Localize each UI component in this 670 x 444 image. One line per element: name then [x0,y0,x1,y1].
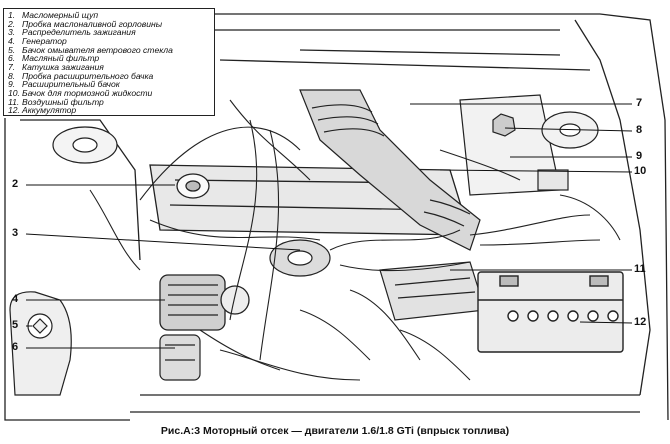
legend-item: 1.Масломерный щуп [8,10,99,20]
callout-3: 3 [12,227,19,239]
washer-reservoir [9,291,72,396]
callout-8: 8 [636,124,643,136]
legend-item: 10.Бачок для тормозной жидкости [8,87,153,98]
legend-item: 2.Пробка маслоналивной горловины [8,18,163,29]
callout-7: 7 [636,97,643,109]
legend-item: 3.Распределитель зажигания [8,27,136,38]
callout-11: 11 [634,263,646,275]
legend-item: 7.Катушка зажигания [8,61,104,72]
battery [477,271,624,353]
callout-6: 6 [12,341,19,353]
legend-item: 9.Расширительный бачок [8,79,120,90]
legend-item: 8.Пробка расширительного бачка [8,70,154,81]
callout-2: 2 [12,178,19,190]
figure-caption: Рис.A:3 Моторный отсек — двигатели 1.6/1… [160,425,510,437]
legend-item: 12.Аккумулятор [8,105,77,116]
callout-5: 5 [12,319,19,331]
air-filter [379,261,486,321]
alternator [159,274,250,331]
oil-filter [159,334,201,381]
legend-item: 5.Бачок омывателя ветрового стекла [8,44,173,55]
left-strut-tower [52,126,118,164]
leader-lines [25,103,633,349]
hoses-and-wiring [89,99,621,381]
legend-item: 6.Масляный фильтр [8,53,100,64]
right-strut-tower [459,94,599,196]
legend-item: 4.Генератор [8,35,67,46]
distributor [269,239,331,277]
callout-9: 9 [636,150,643,162]
callout-4: 4 [12,293,19,305]
legend-item: 11.Воздушный фильтр [8,96,104,107]
legend: 1.Масломерный щуп 2.Пробка маслоналивной… [3,8,215,116]
callout-10: 10 [634,165,647,177]
callout-12: 12 [634,316,647,328]
